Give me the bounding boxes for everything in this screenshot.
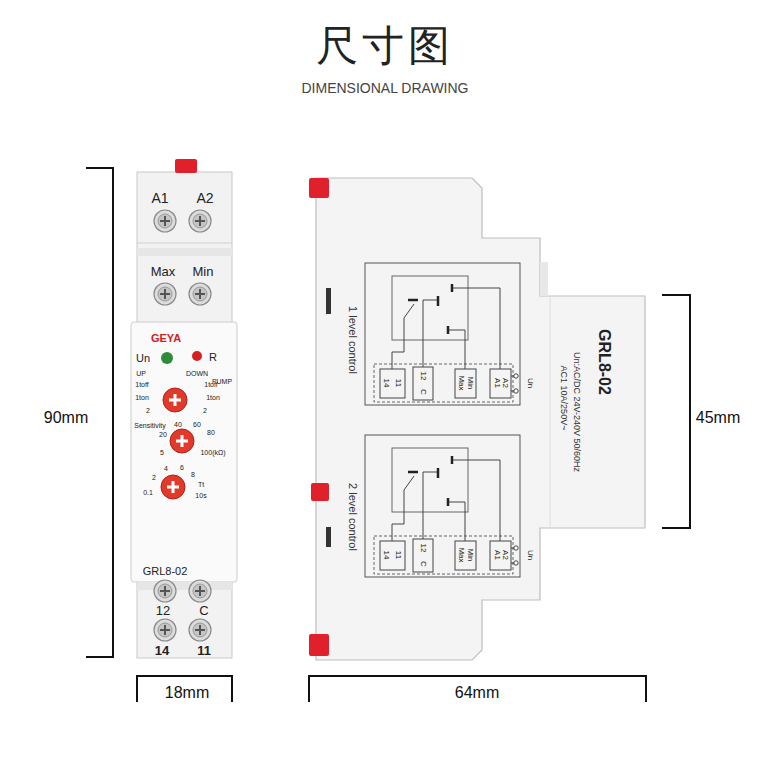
dimension-label: 90mm xyxy=(44,410,88,426)
terminal-label: A1 xyxy=(493,550,501,560)
terminal-label: 12 xyxy=(419,544,427,553)
terminal-label: A1 xyxy=(493,378,501,388)
dial-label: Sensitivity xyxy=(134,422,166,429)
led-label: R xyxy=(209,352,217,363)
dial-mark: 4 xyxy=(164,465,168,472)
dimension-label: 18mm xyxy=(165,685,209,701)
terminal-label: 12 xyxy=(156,604,170,617)
terminal-label: 14 xyxy=(382,379,390,388)
terminal-label: A2 xyxy=(501,550,509,560)
terminal-label: C xyxy=(199,604,208,617)
terminal-label: Max xyxy=(151,265,176,278)
terminal-label: 11 xyxy=(394,551,402,559)
section-label: 1 level control xyxy=(347,306,358,374)
mode-label: DOWN xyxy=(186,370,208,377)
terminal-label: Max xyxy=(457,547,465,562)
dial-mark: 10s xyxy=(195,492,206,499)
terminal-label: 14 xyxy=(155,644,169,657)
dimension-label: 45mm xyxy=(696,410,740,426)
dial-mark: 8 xyxy=(191,471,195,478)
brand-logo: GEYA xyxy=(151,333,181,344)
dial-mark: 80 xyxy=(207,429,215,436)
model-label: GRL8-02 xyxy=(596,329,612,395)
dial-mark: 1ton xyxy=(135,394,149,401)
dial-mark: 2 xyxy=(146,407,150,414)
terminal-label: A2 xyxy=(196,191,213,205)
terminal-label: 11 xyxy=(197,644,211,657)
dial-mark: 1toff xyxy=(135,381,149,388)
dial-mark: 1ton xyxy=(206,394,220,401)
terminal-label: A1 xyxy=(151,191,168,205)
dial-mark: 40 xyxy=(174,421,182,428)
terminal-label: C xyxy=(419,561,427,567)
supply-label: Un xyxy=(526,550,534,560)
terminal-label: Min xyxy=(193,265,214,278)
subtitle: DIMENSIONAL DRAWING xyxy=(302,81,469,95)
rating-label: AC1 10A/250V~ xyxy=(559,366,568,431)
terminal-label: Max xyxy=(457,375,465,390)
terminal-label: 11 xyxy=(394,379,402,387)
terminal-label: Min xyxy=(466,377,474,390)
terminal-label: 12 xyxy=(419,372,427,381)
rating-label: Un:AC/DC 24V-240V 50/60Hz xyxy=(572,352,581,472)
dial-mark: 1toff xyxy=(204,381,218,388)
dial-mark: 2 xyxy=(152,474,156,481)
dial-mark: 5 xyxy=(160,449,164,456)
terminal-label: C xyxy=(419,389,427,395)
mode-label: UP xyxy=(136,370,146,377)
model-label: GRL8-02 xyxy=(143,566,188,577)
title: 尺寸图 xyxy=(316,25,454,67)
dial-mark: 0.1 xyxy=(143,489,153,496)
terminal-label: A2 xyxy=(501,378,509,388)
supply-label: Un xyxy=(526,378,534,388)
section-label: 2 level control xyxy=(347,483,358,551)
dial-label: Tt xyxy=(198,481,204,488)
terminal-label: Min xyxy=(466,549,474,562)
dial-mark: 100(kΩ) xyxy=(200,449,225,456)
led-label: Un xyxy=(136,353,150,364)
dial-mark: 20 xyxy=(159,431,167,438)
dial-mark: 60 xyxy=(193,421,201,428)
dimension-label: 64mm xyxy=(455,685,499,701)
dial-mark: 2 xyxy=(203,407,207,414)
dial-mark: 6 xyxy=(180,464,184,471)
terminal-label: 14 xyxy=(382,551,390,560)
